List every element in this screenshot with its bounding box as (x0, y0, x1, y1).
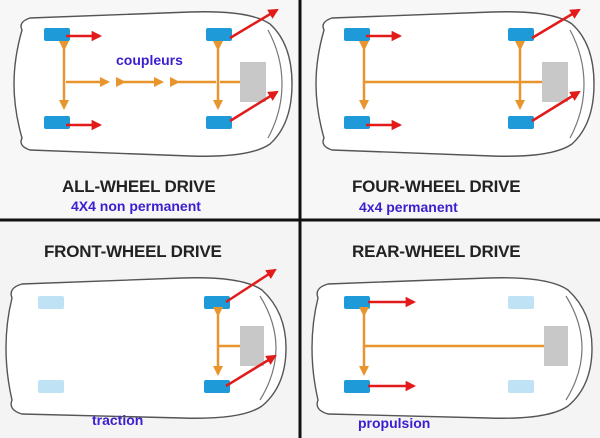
wheel-front-left (508, 28, 534, 41)
wheel-rear-right (44, 116, 70, 129)
power-arrows (66, 8, 279, 131)
panel-title-rear-wheel: REAR-WHEEL DRIVE (352, 242, 521, 261)
power-arrows (366, 8, 581, 131)
wheel-front-right (508, 116, 534, 129)
panel-all-wheel-drive (13, 8, 293, 157)
engine-block (542, 62, 568, 102)
power-arrows (225, 268, 277, 388)
wheel-front-left (508, 296, 534, 309)
panel-note-four-wheel: 4x4 permanent (359, 199, 458, 215)
power-arrows (368, 296, 417, 392)
wheel-rear-left (44, 28, 70, 41)
panel-note-front-wheel: traction (92, 412, 144, 428)
wheel-front-left (206, 28, 232, 41)
drivetrain (359, 41, 542, 110)
wheel-rear-left (344, 296, 370, 309)
engine-block (240, 326, 264, 366)
drivetrain (59, 41, 240, 110)
panel-title-all-wheel: ALL-WHEEL DRIVE (62, 177, 216, 196)
engine-block (240, 62, 266, 102)
engine-block (544, 326, 568, 366)
wheel-front-left (204, 296, 230, 309)
panel-front-wheel-drive (5, 268, 287, 419)
drivetrain (213, 307, 240, 376)
wheel-rear-left (38, 296, 64, 309)
wheel-front-right (508, 380, 534, 393)
wheel-rear-right (344, 380, 370, 393)
wheel-rear-left (344, 28, 370, 41)
panel-title-front-wheel: FRONT-WHEEL DRIVE (44, 242, 222, 261)
wheel-front-right (206, 116, 232, 129)
couplers-label: coupleurs (116, 52, 183, 68)
panel-note-all-wheel: 4X4 non permanent (71, 198, 201, 214)
panel-title-four-wheel: FOUR-WHEEL DRIVE (352, 177, 521, 196)
panel-rear-wheel-drive (311, 277, 593, 419)
panel-four-wheel-drive (315, 8, 595, 157)
drivetrain (359, 307, 544, 376)
panel-note-rear-wheel: propulsion (358, 415, 431, 431)
wheel-rear-right (344, 116, 370, 129)
wheel-rear-right (38, 380, 64, 393)
wheel-front-right (204, 380, 230, 393)
